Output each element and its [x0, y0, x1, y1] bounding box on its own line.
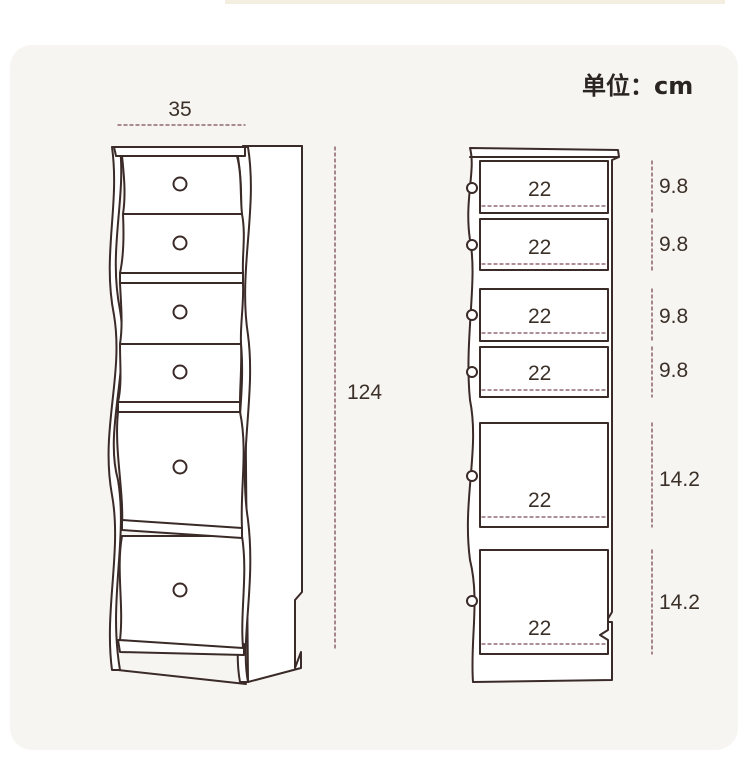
side-drawer-4-height: 9.8 [659, 359, 689, 382]
side-drawer-2-height: 9.8 [659, 233, 689, 256]
side-drawer-6-height: 14.2 [659, 591, 700, 614]
side-drawer-1-height: 9.8 [659, 175, 689, 198]
side-drawer-3 [479, 288, 609, 342]
front-top-rim [113, 146, 246, 157]
front-width-label: 35 [168, 98, 192, 121]
front-knob-6 [172, 582, 188, 598]
side-drawer-6-depth: 22 [528, 617, 552, 640]
side-body [466, 147, 620, 683]
front-knob-3 [172, 304, 188, 320]
side-drawer-2-depth: 22 [528, 236, 552, 259]
side-drawer-1-depth: 22 [528, 178, 552, 201]
side-drawer-3-depth: 22 [528, 305, 552, 328]
front-knob-5 [172, 459, 188, 475]
side-drawer-5-depth: 22 [528, 489, 552, 512]
unit-label: 单位：cm [582, 72, 694, 100]
top-decor-strip [225, 0, 725, 4]
side-depth-lines [481, 205, 607, 645]
side-drawer-4-depth: 22 [528, 362, 552, 385]
front-left-frame [107, 146, 124, 671]
front-side-panel [242, 145, 303, 683]
side-drawer-2 [479, 218, 609, 271]
side-drawer-5-height: 14.2 [659, 468, 700, 491]
side-drawer-4 [479, 346, 609, 398]
front-knob-4 [172, 364, 188, 380]
side-drawer-3-height: 9.8 [659, 305, 689, 328]
front-view [107, 145, 303, 685]
front-knob-2 [172, 235, 188, 251]
side-view [466, 147, 620, 683]
side-drawer-5 [479, 422, 609, 528]
front-dimensions [117, 124, 336, 651]
side-drawer-6 [479, 549, 609, 655]
front-knob-1 [172, 176, 188, 192]
front-height-label: 124 [347, 381, 383, 404]
side-drawer-1 [479, 160, 609, 214]
